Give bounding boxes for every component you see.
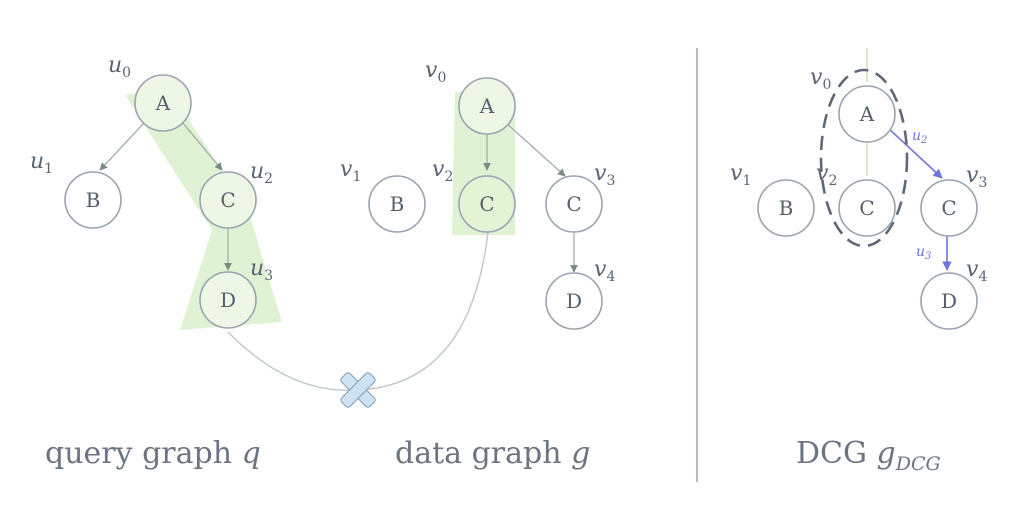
node-circle — [199, 171, 257, 229]
node-label: B — [390, 192, 405, 216]
dcg-node-v1: Bv1 — [730, 161, 815, 237]
data-graph-node-v2: Cv2 — [432, 157, 516, 233]
node-label: B — [86, 188, 101, 212]
data-graph-node-v3: Cv3 — [545, 161, 615, 233]
vertex-id-label: u1 — [30, 149, 53, 177]
vertex-id-label: v2 — [432, 157, 453, 185]
node-circle — [545, 272, 603, 330]
vertex-id-label: u0 — [108, 53, 131, 81]
node-label: A — [479, 94, 495, 118]
node-label: A — [859, 102, 875, 126]
vertex-id-label: v3 — [966, 163, 987, 191]
data-graph-node-v1: Bv1 — [340, 157, 426, 233]
node-label: C — [220, 188, 235, 212]
node-circle — [199, 271, 257, 329]
data-edge-v0-v3 — [504, 121, 566, 177]
node-circle — [134, 74, 192, 132]
node-label: C — [479, 192, 494, 216]
vertex-id-label: v4 — [966, 257, 987, 285]
node-circle — [458, 175, 516, 233]
dcg-candidate-ellipse — [819, 68, 909, 248]
data-graph-node-v0: Av0 — [425, 58, 516, 135]
data-graph-caption: data graph g — [395, 436, 590, 471]
node-circle — [757, 179, 815, 237]
vertex-id-label: v4 — [594, 257, 615, 285]
vertex-id-label: v0 — [425, 58, 446, 86]
node-label: D — [566, 289, 582, 313]
node-circle — [838, 85, 896, 143]
query-graph-node-u0: Au0 — [108, 53, 192, 132]
node-label: C — [566, 192, 581, 216]
node-label: B — [779, 196, 794, 220]
dcg-edge-label: u2 — [912, 128, 927, 146]
dcg-node-v0: Av0 — [810, 65, 896, 143]
data-graph-node-v4: Dv4 — [545, 257, 615, 330]
dcg-node-v2: Cv2 — [816, 161, 896, 237]
vertex-id-label: v2 — [816, 161, 837, 189]
dcg-edge-v0-v3 — [887, 127, 943, 179]
vertex-id-label: v1 — [730, 161, 751, 189]
query-graph-node-u3: Du3 — [199, 256, 273, 329]
query-graph-node-u2: Cu2 — [199, 159, 273, 229]
vertex-id-label: v3 — [594, 161, 615, 189]
node-label: A — [155, 91, 171, 115]
query-edge-u0-u2 — [181, 121, 223, 171]
node-label: C — [859, 196, 874, 220]
query-graph-caption: query graph q — [45, 436, 261, 471]
node-circle — [64, 171, 122, 229]
vertex-id-label: v0 — [810, 65, 831, 93]
node-label: D — [220, 288, 236, 312]
node-label: C — [941, 196, 956, 220]
vertex-id-label: u2 — [250, 159, 273, 187]
node-label: D — [941, 289, 957, 313]
query-edge-u0-u1 — [99, 121, 146, 171]
node-circle — [920, 179, 978, 237]
cross-mark-icon — [340, 372, 376, 408]
node-circle — [545, 175, 603, 233]
dcg-node-v3: Cv3 — [920, 163, 987, 237]
dcg-edge-label: u3 — [916, 244, 931, 262]
dcg-node-v4: Dv4 — [920, 257, 987, 330]
dcg-caption: DCG gDCG — [796, 436, 941, 475]
node-circle — [920, 272, 978, 330]
node-circle — [838, 179, 896, 237]
vertex-id-label: v1 — [340, 157, 361, 185]
query-graph-node-u1: Bu1 — [30, 149, 122, 229]
node-circle — [458, 77, 516, 135]
vertex-id-label: u3 — [250, 256, 273, 284]
node-circle — [368, 175, 426, 233]
